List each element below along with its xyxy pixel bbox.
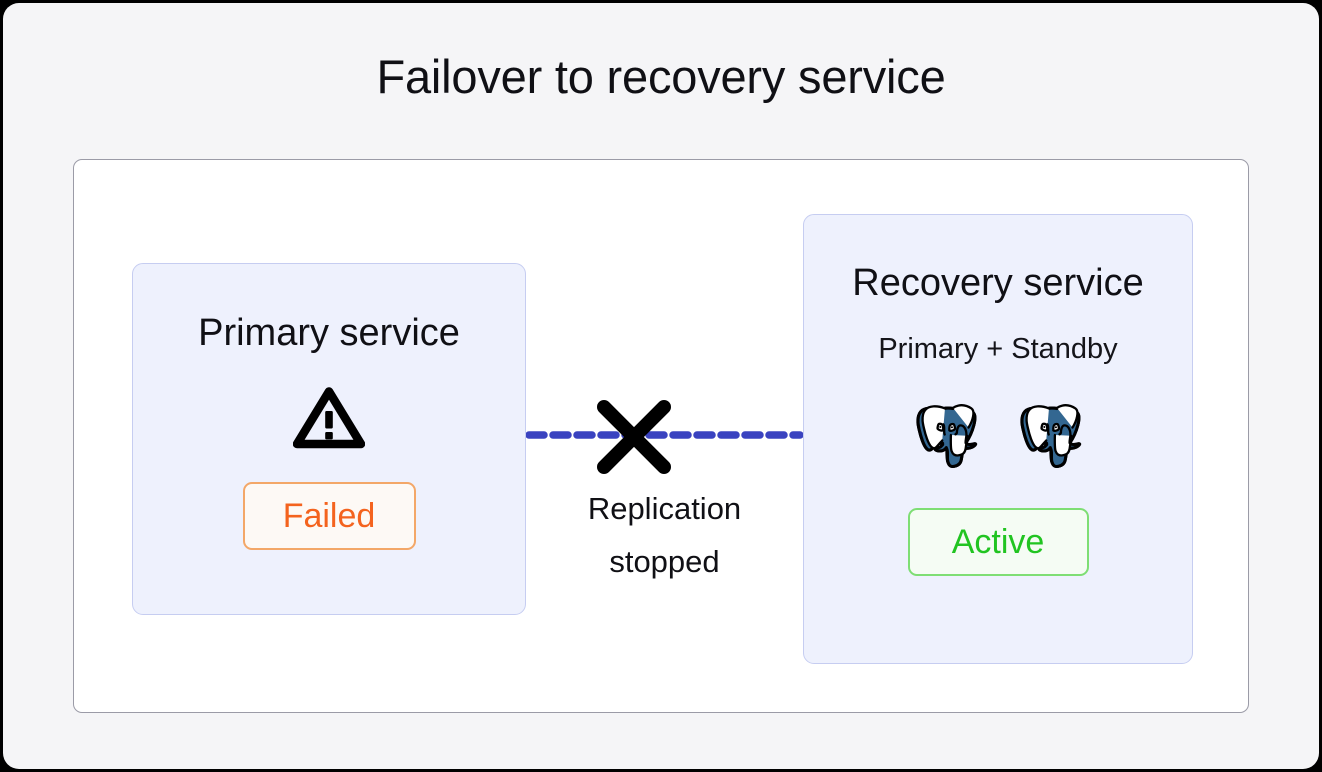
recovery-service-subtitle: Primary + Standby (878, 332, 1118, 365)
replication-connector-line (525, 428, 804, 440)
recovery-node-list (913, 400, 1083, 470)
warning-triangle-icon (292, 386, 366, 449)
replication-label-line2: stopped (609, 544, 720, 580)
status-badge-failed-label: Failed (282, 496, 376, 535)
postgresql-elephant-icon (1017, 400, 1083, 470)
recovery-service-title: Recovery service (852, 262, 1144, 304)
diagram-canvas: Failover to recovery service Primary ser… (3, 3, 1319, 769)
status-badge-active-label: Active (951, 523, 1045, 562)
postgresql-elephant-icon (913, 400, 979, 470)
primary-service-title: Primary service (198, 312, 460, 354)
page-title: Failover to recovery service (376, 50, 946, 103)
recovery-service-card[interactable]: Recovery service Primary + Standby (803, 214, 1193, 664)
diagram-panel: Primary service Failed (73, 159, 1249, 713)
replication-label-line1: Replication (587, 491, 742, 526)
primary-service-card[interactable]: Primary service Failed (132, 263, 526, 615)
replication-status-label: Replication stopped (526, 482, 803, 589)
status-badge-failed[interactable]: Failed (242, 481, 416, 550)
x-cross-icon (595, 398, 673, 476)
status-badge-active[interactable]: Active (907, 508, 1089, 577)
